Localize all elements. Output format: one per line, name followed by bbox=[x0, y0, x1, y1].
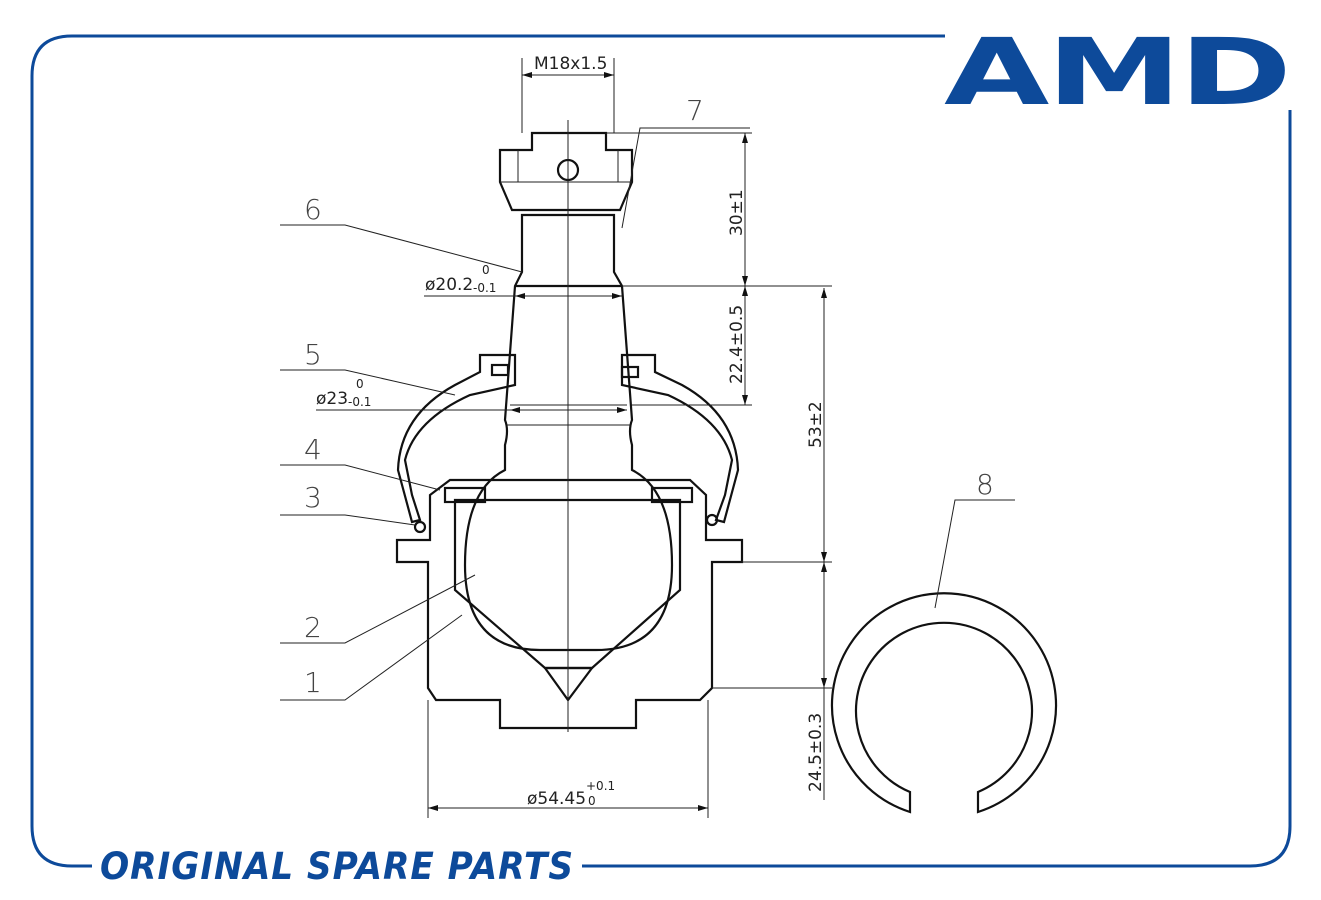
callout-7: 7 bbox=[686, 94, 704, 127]
housing-diameter: ø54.45 bbox=[527, 789, 586, 809]
callout-6: 6 bbox=[304, 193, 322, 226]
callout-5: 5 bbox=[304, 338, 322, 371]
taper-diameter: ø23 bbox=[316, 389, 348, 409]
clamp-ring-right bbox=[705, 513, 719, 527]
callout-2: 2 bbox=[304, 611, 322, 644]
callout-4: 4 bbox=[304, 433, 322, 466]
callout-8: 8 bbox=[976, 468, 994, 501]
bearing-ring-left bbox=[443, 486, 487, 504]
retaining-ring bbox=[830, 592, 1058, 814]
housing-tol-lower: 0 bbox=[588, 794, 596, 808]
amd-logo: AMD bbox=[944, 19, 1289, 126]
shank-tol-upper: 0 bbox=[482, 263, 490, 277]
housing bbox=[395, 478, 744, 730]
castle-nut bbox=[498, 131, 634, 212]
shank-length-dimension: 22.4±0.5 bbox=[727, 305, 747, 384]
total-height-dimension: 53±2 bbox=[806, 401, 826, 448]
taper-tol-lower: -0.1 bbox=[348, 395, 371, 409]
callout-1: 1 bbox=[304, 666, 322, 699]
housing-height-dimension: 24.5±0.3 bbox=[806, 713, 826, 792]
bearing-ring-right bbox=[650, 486, 694, 504]
slogan: ORIGINAL SPARE PARTS bbox=[100, 845, 574, 888]
housing-tol-upper: +0.1 bbox=[586, 779, 615, 793]
taper-tol-upper: 0 bbox=[356, 377, 364, 391]
nut-height-dimension: 30±1 bbox=[727, 189, 747, 236]
shank-diameter: ø20.2 bbox=[425, 275, 473, 295]
callout-3: 3 bbox=[304, 481, 322, 514]
dimension-lines bbox=[316, 58, 832, 818]
thread-dimension: M18x1.5 bbox=[534, 54, 607, 74]
shank-tol-lower: -0.1 bbox=[473, 281, 496, 295]
clamp-ring-left bbox=[413, 520, 427, 534]
frame-border bbox=[30, 34, 1292, 868]
leader-lines bbox=[280, 127, 1015, 701]
